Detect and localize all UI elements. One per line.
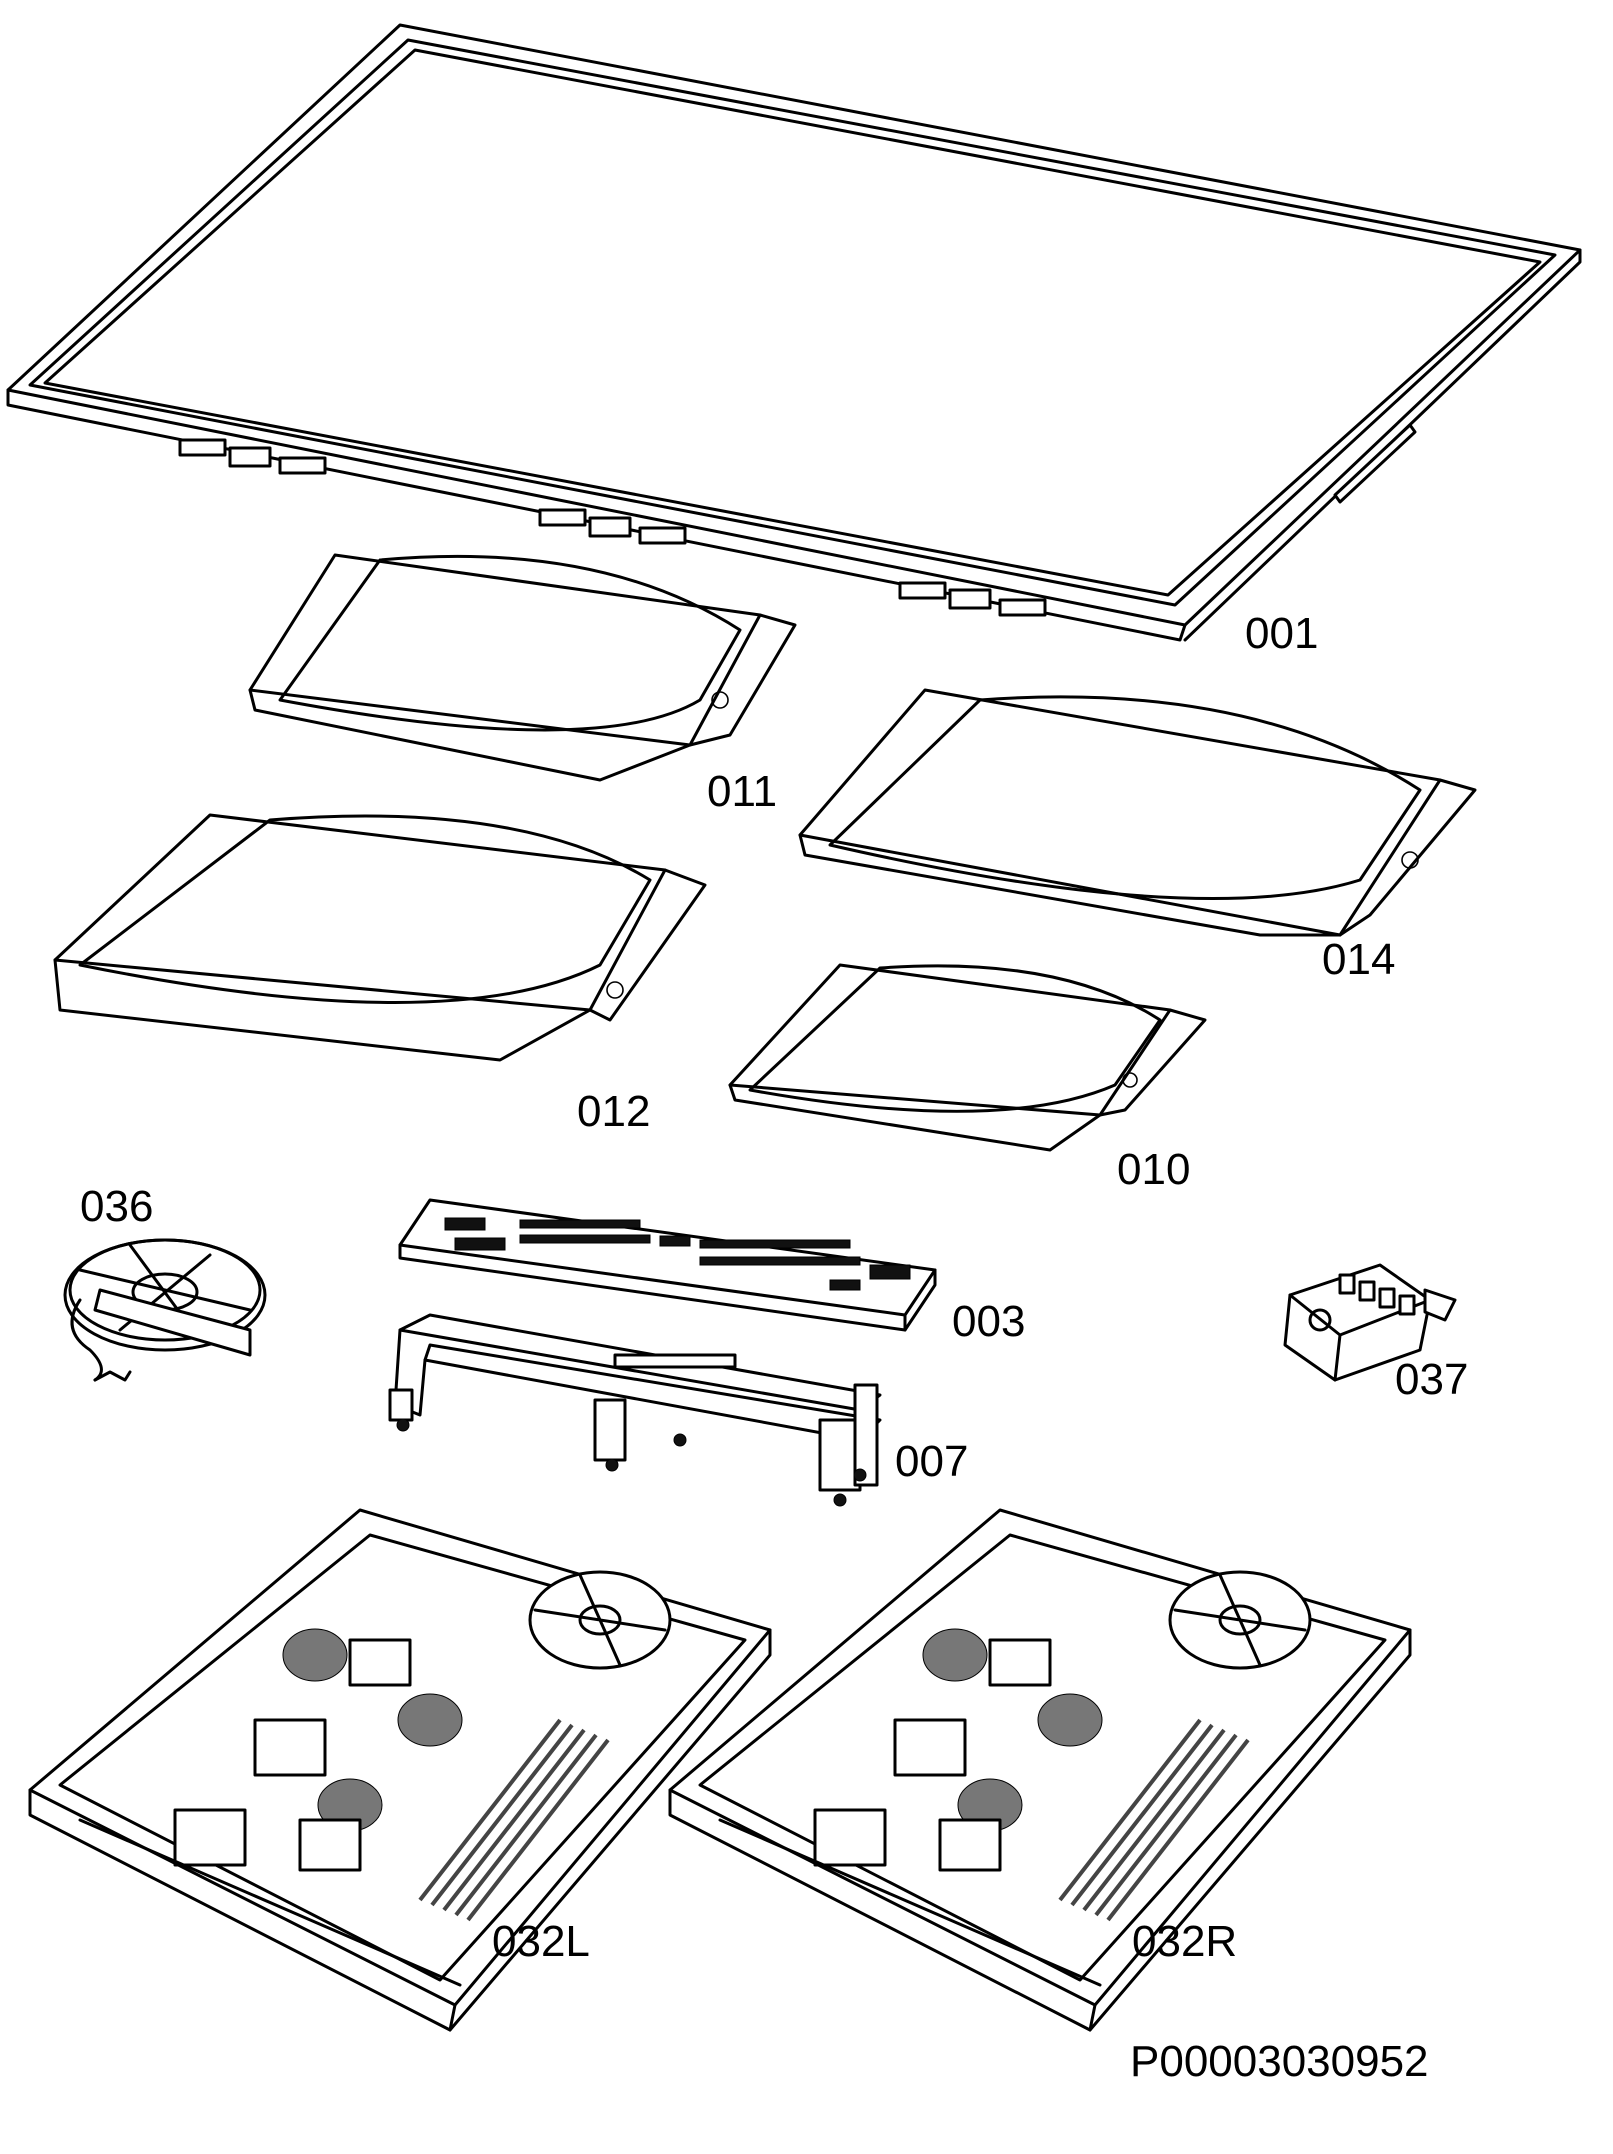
part-label-036: 036 (80, 1182, 154, 1231)
part-label-037: 037 (1395, 1355, 1469, 1404)
part-label-032R: 032R (1132, 1917, 1238, 1966)
part-010-induction-coil (728, 963, 1207, 1152)
part-011-induction-coil (248, 553, 797, 782)
part-label-010: 010 (1117, 1145, 1191, 1194)
part-label-011: 011 (707, 767, 778, 816)
part-003-control-board (398, 1198, 937, 1332)
part-037-terminal-block (1283, 1263, 1457, 1382)
part-032L-power-board (28, 1508, 772, 2032)
part-label-012: 012 (577, 1087, 651, 1136)
part-label-032L: 032L (492, 1917, 590, 1966)
part-014-induction-coil (798, 688, 1477, 937)
part-001-glass-top (6, 23, 1582, 642)
part-label-001: 001 (1245, 609, 1319, 658)
part-label-003: 003 (952, 1297, 1026, 1346)
part-036-cooling-fan (63, 1238, 267, 1382)
document-number: P00003030952 (1130, 2037, 1429, 2086)
part-012-induction-coil (53, 813, 707, 1062)
part-label-007: 007 (895, 1437, 969, 1486)
part-label-014: 014 (1322, 935, 1396, 984)
part-007-support-bracket (388, 1313, 882, 1507)
part-032R-power-board (668, 1508, 1412, 2032)
